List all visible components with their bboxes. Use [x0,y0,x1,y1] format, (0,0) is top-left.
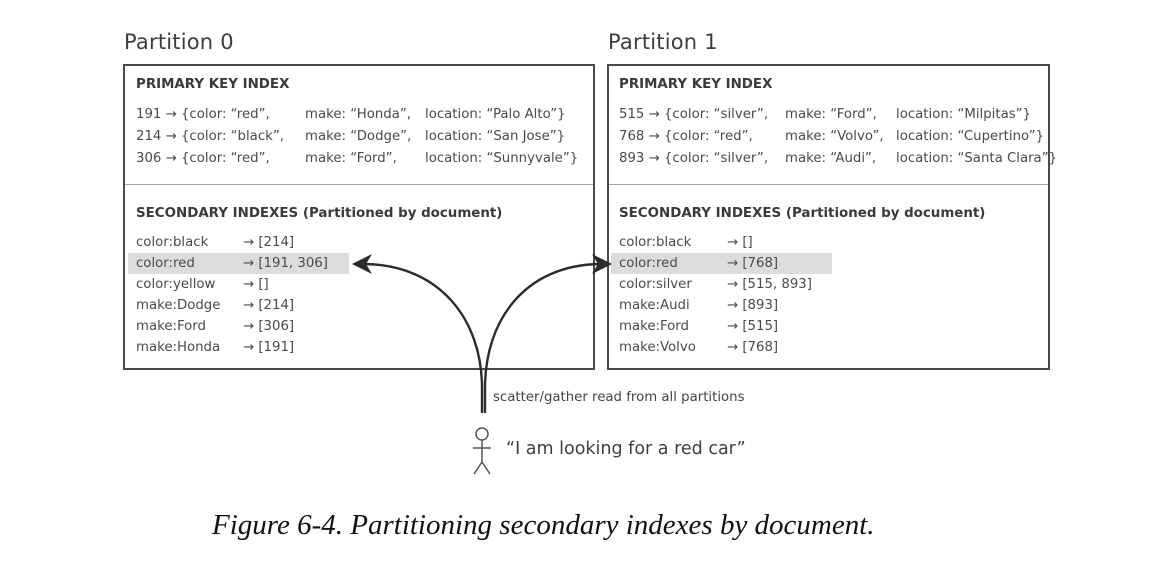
pk-make: make: “Ford”, [305,151,397,166]
figure-caption: Figure 6-4. Partitioning secondary index… [212,509,875,541]
pk-location: location: “Milpitas”} [896,107,1031,122]
sec-term: color:black [136,235,209,250]
pk-key: 893 → {color: “silver”, [619,151,769,166]
pk-location: location: “Cupertino”} [896,129,1045,144]
sec-term: make:Audi [619,298,690,313]
pk-key: 306 → {color: “red”, [136,151,270,166]
pk-location: location: “Sunnyvale”} [425,151,579,166]
arrow-to-partition-0 [363,262,484,414]
sec-postings: → [214] [243,235,295,250]
pk-location: location: “Santa Clara”} [896,151,1058,166]
pk-make: make: “Volvo”, [785,129,884,144]
sec-term: make:Volvo [619,340,696,355]
pk-make: make: “Dodge”, [305,129,412,144]
sec-postings: → [] [243,277,269,292]
partition-1-box: PRIMARY KEY INDEX 515 → {color: “silver”… [607,64,1057,370]
sec-postings: → [306] [243,319,295,334]
sec-postings: → [191] [243,340,295,355]
partition-0-box: PRIMARY KEY INDEX 191 → {color: “red”, m… [123,64,595,370]
pk-key: 515 → {color: “silver”, [619,107,769,122]
pk-key: 191 → {color: “red”, [136,107,270,122]
pk-location: location: “San Jose”} [425,129,566,144]
sec-term: make:Ford [136,319,206,334]
pk-key: 214 → {color: “black”, [136,129,284,144]
sec-term: color:red [619,256,678,271]
sec-postings: → [515] [727,319,779,334]
sec-postings: → [768] [727,340,779,355]
sec-postings: → [515, 893] [727,277,812,292]
sec-postings: → [191, 306] [243,256,328,271]
sec-postings: → [214] [243,298,295,313]
scatter-gather-label: scatter/gather read from all partitions [493,390,745,405]
index-divider [125,184,593,185]
sec-term: make:Dodge [136,298,221,313]
sec-term: color:yellow [136,277,216,292]
pk-make: make: “Ford”, [785,107,877,122]
highlight-color-red [128,253,349,274]
user-stick-figure-icon [473,427,491,475]
sec-postings: → [] [727,235,753,250]
sec-term: color:red [136,256,195,271]
arrow-to-partition-1 [483,262,602,414]
secondary-index-heading: SECONDARY INDEXES (Partitioned by docume… [619,206,986,221]
sec-term: make:Honda [136,340,221,355]
arrowhead-right-icon [592,254,612,274]
primary-index-heading: PRIMARY KEY INDEX [136,77,290,92]
partition-1-title: Partition 1 [608,30,718,54]
primary-index-heading: PRIMARY KEY INDEX [619,77,773,92]
user-query-quote: “I am looking for a red car” [506,439,746,459]
sec-term: color:silver [619,277,692,292]
arrowhead-left-icon [352,254,372,274]
sec-term: make:Ford [619,319,689,334]
pk-location: location: “Palo Alto”} [425,107,566,122]
sec-postings: → [768] [727,256,779,271]
partition-0-title: Partition 0 [124,30,234,54]
secondary-index-heading: SECONDARY INDEXES (Partitioned by docume… [136,206,503,221]
sec-term: color:black [619,235,692,250]
sec-postings: → [893] [727,298,779,313]
pk-make: make: “Honda”, [305,107,411,122]
pk-key: 768 → {color: “red”, [619,129,753,144]
index-divider [609,184,1048,185]
pk-make: make: “Audi”, [785,151,877,166]
highlight-color-red [611,253,832,274]
